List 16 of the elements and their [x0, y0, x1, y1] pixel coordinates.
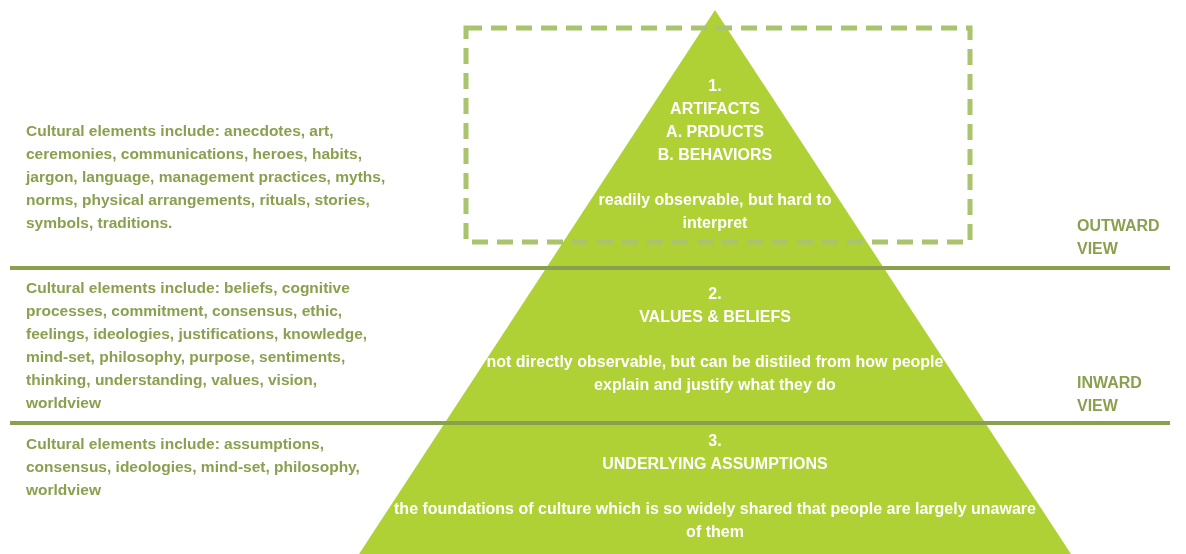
tier-description: not directly observable, but can be distiled from how people explain and justify what they do	[485, 352, 945, 395]
tier-heading: B. BEHAVIORS	[657, 145, 773, 165]
tier-heading: 3.	[708, 431, 722, 451]
tier-heading: A. PRDUCTS	[666, 122, 764, 142]
elements-note: Cultural elements include: anecdotes, art, ceremonies, communications, heroes, habits, jargon, language, management practices, myths, norms, physical arrangements, rituals, stories, symbols, traditions.	[26, 121, 387, 233]
tier-description: the foundations of culture which is so widely shared that people are largely unaware of them	[393, 499, 1037, 542]
view-label: INWARD VIEW	[1077, 373, 1143, 416]
tier-heading: UNDERLYING ASSUMPTIONS	[602, 454, 828, 474]
tier-heading: ARTIFACTS	[670, 99, 760, 119]
view-label: OUTWARD VIEW	[1077, 216, 1161, 259]
tier-heading: 2.	[708, 284, 722, 304]
elements-note: Cultural elements include: assumptions, consensus, ideologies, mind-set, philosophy, worldview	[26, 434, 361, 500]
tier-heading: VALUES & BELIEFS	[639, 307, 791, 327]
tier-heading: 1.	[708, 76, 722, 96]
tier-description: readily observable, but hard to interpret	[597, 190, 833, 233]
elements-note: Cultural elements include: beliefs, cognitive processes, commitment, consensus, ethic, feelings, ideologies, justifications, knowledge, mind-set, philosophy, purpose, sentiments, thinking, understanding, values, vision, worldview	[26, 278, 369, 413]
